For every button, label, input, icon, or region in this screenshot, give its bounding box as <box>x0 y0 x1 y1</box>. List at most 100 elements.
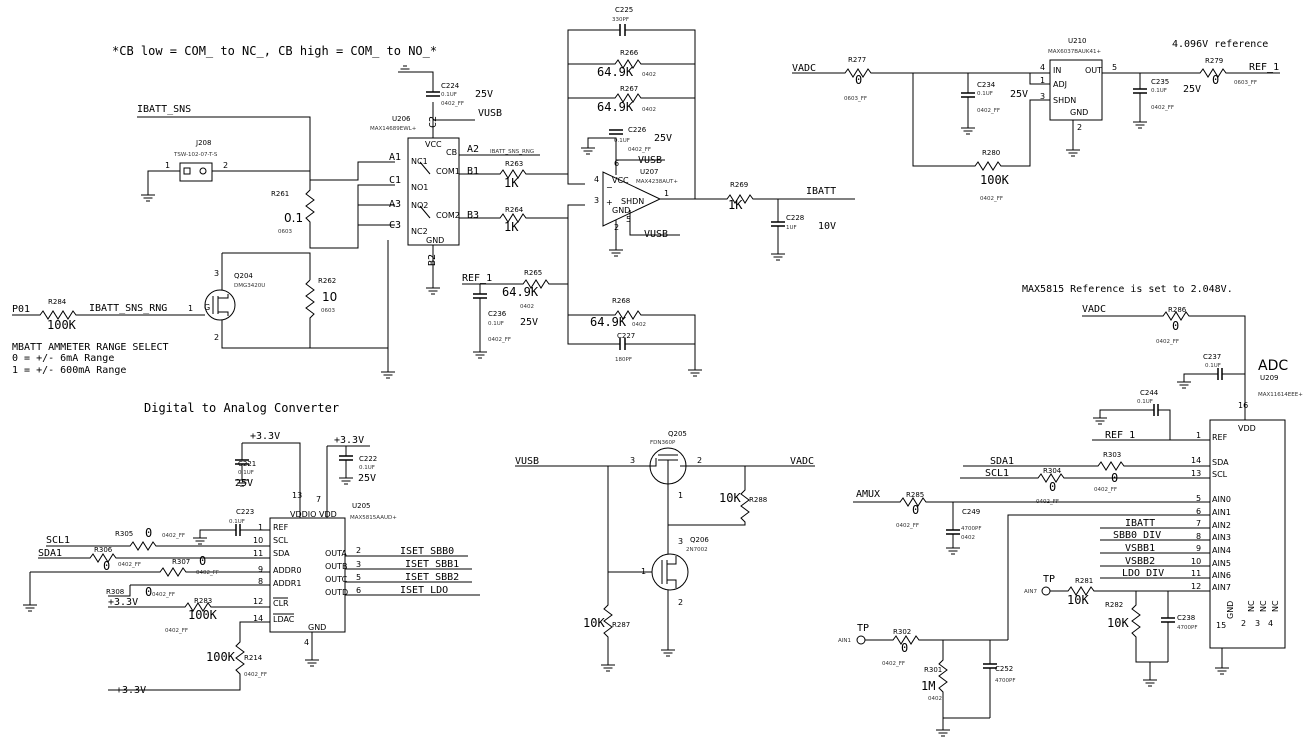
q204-pin-1: 1 <box>188 304 193 313</box>
c236-ref: C236 <box>488 310 507 318</box>
net-ibatt-adc: IBATT <box>1125 518 1155 529</box>
pin-label-b1: B1 <box>467 166 479 177</box>
q205-pin-1: 1 <box>678 491 683 500</box>
net-amux: AMUX <box>856 489 880 500</box>
r283-val: 100K <box>188 608 218 622</box>
u207-pin-1: 1 <box>664 189 669 198</box>
r301-pkg: 0402 <box>928 696 942 702</box>
u207-body <box>602 171 662 227</box>
c226-pkg: 0402_FF <box>628 147 651 153</box>
u207-pin-vcc: VCC <box>612 176 629 185</box>
u209-pin-8: 8 <box>1196 532 1201 541</box>
r307-ref: R307 <box>172 558 190 566</box>
u209-pin-ref: REF <box>1212 433 1228 442</box>
u205-val: MAX5815AAUD+ <box>350 515 397 521</box>
u209-pin-nc2: NC <box>1259 600 1268 612</box>
c235-val: 0.1UF <box>1151 88 1167 94</box>
net-vusb-u207b: VUSB <box>644 229 668 240</box>
range-select-title: MBATT AMMETER RANGE SELECT <box>12 342 169 353</box>
u206-pin-no2: NO2 <box>411 201 428 210</box>
u210-ref: U210 <box>1068 37 1086 45</box>
r281-ref: R281 <box>1075 577 1093 585</box>
c223-val: 0.1UF <box>229 519 245 525</box>
net-plus33-ldac: +3.3V <box>116 685 146 696</box>
c235-pkg: 0402_FF <box>1151 105 1174 111</box>
c237-ref: C237 <box>1203 353 1221 361</box>
u206-pin-gnd: GND <box>426 236 444 245</box>
c227-val: 180PF <box>615 357 632 363</box>
j208-pin-1: 1 <box>165 161 170 170</box>
net-ref-1: REF_1 <box>462 273 492 284</box>
u205-pin-9: 9 <box>258 565 263 574</box>
q204-val: DMG3420U <box>234 283 265 289</box>
u206-pin-vcc: VCC <box>425 140 442 149</box>
u205-body <box>269 517 346 633</box>
net-vadc-adc: VADC <box>1082 304 1106 315</box>
r261-val: 0.1 <box>284 211 303 225</box>
u207-ref: U207 <box>640 168 658 176</box>
r266-ref: R266 <box>620 49 639 57</box>
net-vusb-u207: VUSB <box>638 155 662 166</box>
net-scl1: SCL1 <box>46 535 70 546</box>
u209-pin-10: 10 <box>1191 557 1201 566</box>
vusb-vadc-switch: VUSB VADC Q205 FDN360P 3 2 1 R288 10K Q2… <box>515 430 815 672</box>
net-vsbb2: VSBB2 <box>1125 556 1155 567</box>
r306-ref: R306 <box>94 546 113 554</box>
r306-val: 0 <box>103 559 110 573</box>
u205-pin-outc: OUTC <box>325 575 348 584</box>
range-select-0: 0 = +/- 6mA Range <box>12 353 114 364</box>
c224-val: 0.1UF <box>441 92 457 98</box>
r302-val: 0 <box>901 641 908 655</box>
c228-ref: C228 <box>786 214 804 222</box>
u210-pin-adj: ADJ <box>1053 80 1067 89</box>
u209-pin-ain4: AIN4 <box>1212 546 1231 555</box>
net-ldo-div: LDO_DIV <box>1122 568 1164 579</box>
tp-ain1[interactable] <box>856 635 866 645</box>
u207-pin-3: 3 <box>594 196 599 205</box>
u207-pin-2: 2 <box>614 223 619 232</box>
reference-note: 4.096V reference <box>1172 39 1268 50</box>
u205-pin-vdd: VDD <box>319 510 337 519</box>
c225-ref: C225 <box>615 6 633 14</box>
u205-pin-outa: OUTA <box>325 549 347 558</box>
r308-val: 0 <box>145 585 152 599</box>
tp-ain1-label: TP <box>857 623 869 634</box>
r280-ref: R280 <box>982 149 1000 157</box>
r288-ref: R288 <box>749 496 767 504</box>
u206-pin-nc2: NC2 <box>411 227 428 236</box>
u209-pin-scl: SCL <box>1212 470 1228 479</box>
r285-val: 0 <box>912 503 919 517</box>
u210-pin-4: 4 <box>1040 63 1045 72</box>
r277-pkg: 0603_FF <box>844 96 867 102</box>
u205-pin-gnd: GND <box>308 623 326 632</box>
r307-val: 0 <box>199 554 206 568</box>
net-ref-1c: REF_1 <box>1105 430 1135 441</box>
u209-pin-ain7: AIN7 <box>1212 583 1231 592</box>
u205-pin-11: 11 <box>253 549 263 558</box>
tp-ain7[interactable] <box>1041 586 1051 596</box>
net-vadc: VADC <box>792 63 816 74</box>
pin-label-a1: A1 <box>389 152 401 163</box>
net-vusb-u206: VUSB <box>478 108 502 119</box>
u210-pin-3: 3 <box>1040 92 1045 101</box>
u206-pin-cb: CB <box>446 148 457 157</box>
r265-ref: R265 <box>524 269 542 277</box>
u206-ref: U206 <box>392 115 411 123</box>
current-sense-section: IBATT_SNS J208 TSW-102-07-T-S 1 2 R261 0… <box>12 104 396 379</box>
r305-val: 0 <box>145 526 152 540</box>
u209-pin-7: 7 <box>1196 519 1201 528</box>
u205-pin-4: 4 <box>304 638 309 647</box>
c221-v: 25V <box>235 478 253 489</box>
net-p01: P01 <box>12 304 30 315</box>
pin-label-c1: C1 <box>389 175 401 186</box>
r214-pkg: 0402_FF <box>244 672 267 678</box>
u205-pin-2: 2 <box>356 546 361 555</box>
u205-pin-10: 10 <box>253 536 263 545</box>
pin-label-a2: A2 <box>467 144 479 155</box>
c224-ref: C224 <box>441 82 460 90</box>
r283-pkg: 0402_FF <box>165 628 188 634</box>
r302-pkg: 0402_FF <box>882 661 905 667</box>
c226-val: 0.1UF <box>614 138 630 144</box>
r306-pkg: 0402_FF <box>118 562 141 568</box>
u205-ref: U205 <box>352 502 370 510</box>
